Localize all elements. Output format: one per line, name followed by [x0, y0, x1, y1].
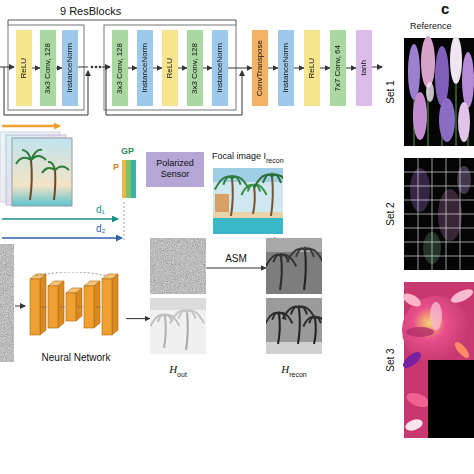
reference-set-3 — [400, 282, 474, 438]
layer-name: InstanceNorm — [141, 43, 149, 93]
layer-block: 3x3 Conv, 128 — [112, 30, 128, 106]
edge-label: ASM — [225, 253, 247, 264]
flow-arrow — [153, 68, 162, 69]
layer-name: 3x3 Conv, 128 — [44, 43, 52, 94]
layer-name: tanh — [360, 60, 368, 76]
hologram-stack — [0, 126, 124, 240]
subscript: recon — [289, 371, 307, 378]
layer-name: InstanceNorm — [216, 43, 224, 93]
focal-image-panel: Focal image Irecon — [212, 144, 284, 238]
flow-arrow — [228, 68, 252, 69]
image-thumbnail — [150, 298, 206, 354]
hologram-panel: Hout — [150, 238, 206, 380]
flow-arrow — [178, 68, 187, 69]
image-thumbnail — [150, 238, 206, 294]
panel-title: Neural Network — [42, 352, 111, 363]
input-hologram — [0, 244, 25, 362]
row-label: Set 2 — [385, 202, 396, 225]
group-label: 9 ResBlocks — [60, 5, 121, 17]
layer-label: GP — [121, 147, 134, 157]
row-label: Set 3 — [385, 348, 396, 371]
layer-name: ReLU — [308, 58, 316, 78]
panel-title: Focal image I — [212, 151, 266, 161]
panel-heading: Neural Network — [42, 346, 111, 365]
layer-block: ReLU — [16, 30, 32, 106]
distance-label: d₂ — [96, 223, 105, 234]
image-thumbnail — [266, 298, 322, 354]
network-illustration — [26, 272, 126, 342]
layer-block: 3x3 Conv, 128 — [187, 30, 203, 106]
layer-block: ReLU — [304, 30, 320, 106]
row-label: Set 1 — [385, 80, 396, 103]
layer-label: P — [113, 163, 119, 173]
panel-title: H — [169, 363, 177, 375]
image-thumbnail — [266, 238, 322, 294]
layer-name: 3x3 Conv, 128 — [116, 43, 124, 94]
layer-block: InstanceNorm — [278, 30, 294, 106]
hologram-panel: Hrecon — [266, 238, 322, 380]
layer-name: ConvTranspose — [256, 40, 264, 96]
layer-name: 3x3 Conv, 128 — [191, 43, 199, 94]
layer-block: ConvTranspose — [252, 30, 268, 106]
panel-title: H — [281, 363, 289, 375]
flow-arrow — [128, 68, 137, 69]
subscript: recon — [266, 157, 284, 164]
layer-block: InstanceNorm — [62, 30, 78, 106]
flow-arrow — [126, 318, 150, 319]
flow-arrow — [206, 268, 266, 269]
flow-arrow — [346, 68, 356, 69]
layer-block: ReLU — [162, 30, 178, 106]
polarization-layers — [122, 160, 136, 198]
layer-block: InstanceNorm — [212, 30, 228, 106]
resblock-outlines — [0, 20, 382, 115]
sensor-name: Polarized Sensor — [149, 158, 201, 181]
subscript: out — [177, 371, 187, 378]
flow-arrow — [203, 68, 212, 69]
reference-set-2 — [404, 158, 474, 270]
layer-block: 7x7 Conv, 64 — [330, 30, 346, 106]
layer-name: 7x7 Conv, 64 — [334, 45, 342, 92]
layer-block: 3x3 Conv, 128 — [40, 30, 56, 106]
layer-block: tanh — [356, 30, 372, 106]
panel-heading: Hout — [169, 358, 187, 380]
sensor-box: Polarized Sensor — [146, 152, 204, 187]
layer-name: InstanceNorm — [66, 43, 74, 93]
distance-label: d₁ — [96, 204, 105, 215]
flow-arrow — [320, 68, 330, 69]
reference-set-1 — [404, 36, 474, 146]
panel-heading: Focal image Irecon — [212, 144, 284, 166]
layer-name: ReLU — [166, 58, 174, 78]
layer-name: InstanceNorm — [282, 43, 290, 93]
network-icon: Neural Network — [26, 272, 126, 365]
column-heading: Reference — [410, 22, 452, 32]
panel-letter: c — [441, 1, 449, 18]
flow-arrow — [294, 68, 304, 69]
layer-name: ReLU — [20, 58, 28, 78]
flow-arrow — [32, 68, 40, 69]
panel-heading: Hrecon — [281, 358, 306, 380]
flow-arrow — [268, 68, 278, 69]
layer-block: InstanceNorm — [137, 30, 153, 106]
image-thumbnail — [213, 168, 283, 234]
